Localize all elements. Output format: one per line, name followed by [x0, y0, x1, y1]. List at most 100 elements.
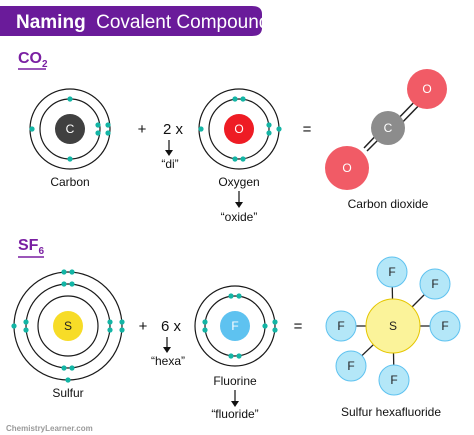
electron [276, 126, 282, 132]
sf6-section: SF6 S [11, 237, 461, 421]
co2-oxygen-top-symbol: O [422, 82, 431, 96]
electron [236, 353, 242, 359]
fluorine-ball [419, 268, 451, 300]
co2-plus: + [138, 121, 147, 138]
carbon-atom: C Carbon [29, 88, 111, 189]
electron [202, 327, 208, 333]
electron [105, 122, 111, 128]
fluorine-ball [376, 256, 408, 288]
sf6-suffix-label: “fluoride” [211, 407, 258, 421]
electron [61, 365, 67, 371]
sulfur-ball [365, 298, 421, 354]
oxygen-symbol: O [234, 122, 243, 136]
title-banner: Naming Covalent Compounds [0, 6, 279, 36]
fluorine-ball-symbol: F [390, 373, 397, 387]
electron [69, 365, 75, 371]
watermark: ChemistryLearner.com [6, 424, 93, 433]
sf6-equals: = [294, 318, 303, 335]
sulfur-electrons [11, 269, 125, 383]
fluorine-ball [429, 310, 461, 342]
fluorine-ball-symbol: F [431, 277, 438, 291]
oxygen-label: Oxygen [218, 175, 259, 189]
carbon-label: Carbon [50, 175, 89, 189]
electron [61, 281, 67, 287]
sf6-molecule: S F F F F F F [325, 256, 461, 396]
electron [228, 293, 234, 299]
sf6-formula-main: SF [18, 237, 39, 254]
sulfur-shell-2 [25, 283, 111, 369]
co2-molecule: O O C [325, 69, 447, 190]
electron [107, 327, 113, 333]
co2-down-arrow [165, 140, 173, 156]
fluorine-symbol: F [231, 319, 238, 333]
electron [105, 130, 111, 136]
co2-prefix-label: “di” [161, 157, 178, 171]
electron [119, 327, 125, 333]
electron [240, 156, 246, 162]
co2-formula-main: CO [18, 50, 42, 67]
sulfur-nucleus [53, 311, 83, 341]
co2-section: CO2 C Carbon + 2 x “di” [18, 50, 447, 224]
fluorine-electrons [202, 293, 278, 359]
sf6-prefix-label: “hexa” [151, 354, 185, 368]
electron [272, 319, 278, 325]
carbon-nucleus [55, 114, 85, 144]
fluorine-ball-symbol: F [388, 265, 395, 279]
fluorine-ball-symbol: F [337, 319, 344, 333]
sf6-sulfur-symbol: S [389, 319, 397, 333]
sulfur-label: Sulfur [52, 386, 83, 400]
electron [67, 96, 73, 102]
fluorine-ball-symbol: F [347, 359, 354, 373]
fluorine-ball-symbol: F [441, 319, 448, 333]
electron [240, 96, 246, 102]
electron [232, 96, 238, 102]
electron [69, 269, 75, 275]
sulfur-shell-1 [37, 295, 99, 357]
electron [67, 156, 73, 162]
co2-formula: CO2 [18, 50, 48, 70]
oxygen-shell-1 [208, 98, 270, 160]
fluorine-label: Fluorine [213, 374, 257, 388]
electron [23, 327, 29, 333]
co2-oxygen-bottom-symbol: O [342, 161, 351, 175]
oxygen-down-arrow [235, 191, 243, 208]
co2-suffix-label: “oxide” [221, 210, 258, 224]
electron [202, 319, 208, 325]
sf6-multiplier: 6 x [161, 318, 182, 335]
electron [29, 126, 35, 132]
fluorine-shell-2 [194, 285, 276, 367]
electron [95, 122, 101, 128]
electron [107, 319, 113, 325]
electron [69, 281, 75, 287]
electron [266, 130, 272, 136]
electron [119, 319, 125, 325]
electron [65, 377, 71, 383]
co2-equals: = [303, 121, 312, 138]
co2-formula-sub: 2 [42, 59, 48, 70]
electron [23, 319, 29, 325]
electron [262, 323, 268, 329]
carbon-symbol: C [66, 122, 75, 136]
electron [272, 327, 278, 333]
electron [61, 269, 67, 275]
fluorine-down-arrow [231, 390, 239, 407]
sulfur-atom: S Sulfur [11, 269, 125, 400]
co2-multiplier: 2 x [163, 121, 184, 138]
electron [236, 293, 242, 299]
co2-carbon-ball [371, 111, 405, 145]
co2-carbon-symbol: C [384, 121, 393, 135]
title-bold-word: Naming [16, 12, 86, 33]
sulfur-symbol: S [64, 319, 72, 333]
electron [228, 353, 234, 359]
electron [11, 323, 17, 329]
sf6-down-arrow [163, 337, 171, 353]
electron [95, 130, 101, 136]
co2-oxygen-ball-bottom [325, 146, 369, 190]
title-text: Naming Covalent Compounds [16, 12, 279, 33]
electron [198, 126, 204, 132]
sf6-product-label: Sulfur hexafluoride [341, 405, 441, 419]
fluorine-atom: F Fluorine “fluoride” [194, 285, 278, 421]
title-rest: Covalent Compounds [96, 12, 279, 33]
electron [266, 122, 272, 128]
